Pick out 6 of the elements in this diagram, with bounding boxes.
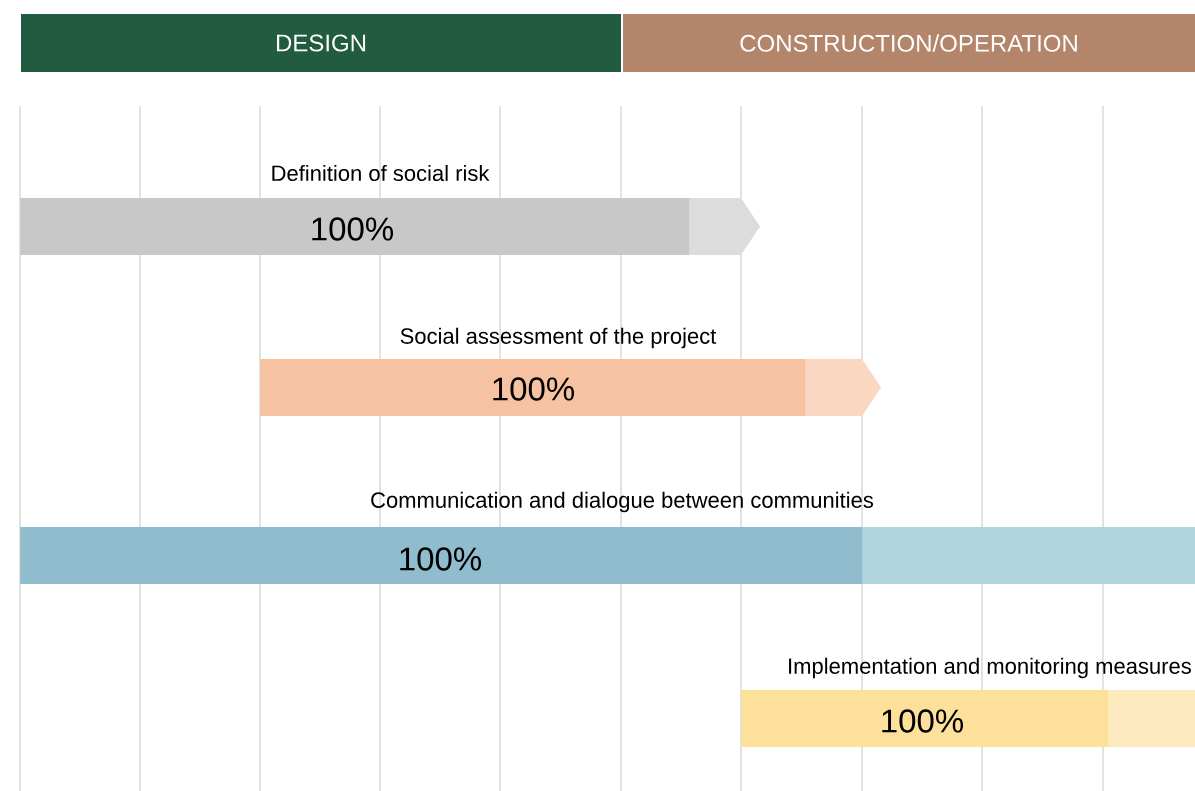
bar-label: Implementation and monitoring measures xyxy=(789,657,1191,679)
bar-label: Definition of social risk xyxy=(272,164,490,182)
phase-header: CONSTRUCTION/OPERATION xyxy=(623,14,1195,72)
bar-label: Communication and dialogue between communities xyxy=(371,491,873,513)
phase-header: DESIGN xyxy=(21,14,621,72)
bar-label: Social assessment of the project xyxy=(400,327,717,349)
